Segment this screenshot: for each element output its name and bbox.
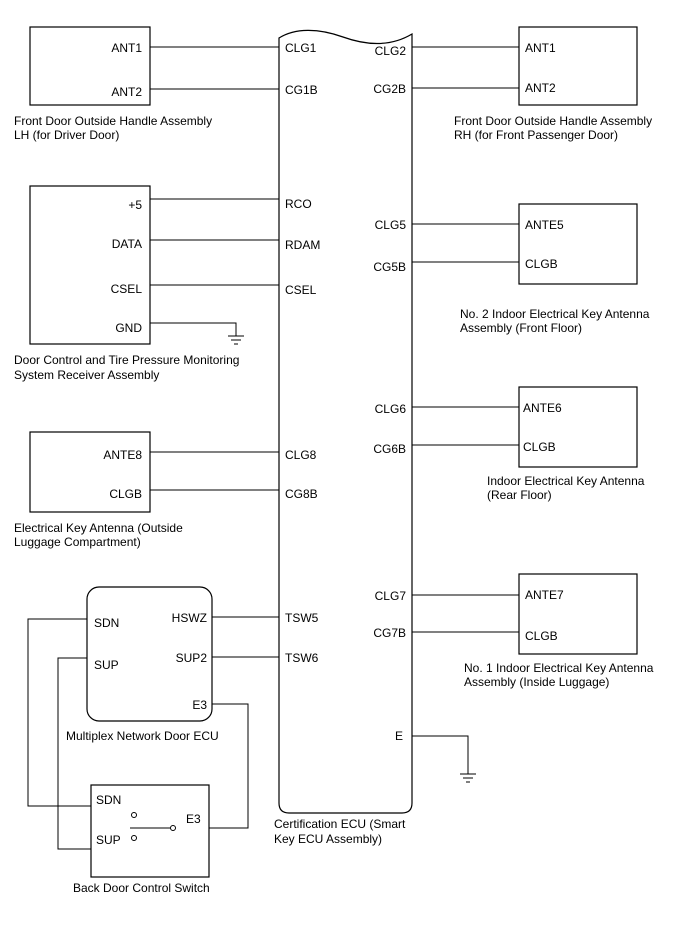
- outside-luggage-antenna-box: [29, 431, 151, 513]
- outside-luggage-antenna: ANTE8 CLGB Electrical Key Antenna (Outsi…: [14, 431, 279, 549]
- rh-door-handle-box: [518, 26, 638, 106]
- ecu-pin-cg2b: CG2B: [373, 82, 406, 96]
- switch-pin-e3: E3: [186, 812, 201, 826]
- rear-floor-antenna: ANTE6 CLGB Indoor Electrical Key Antenna…: [412, 386, 645, 502]
- inside-luggage-antenna-box: [518, 573, 638, 655]
- certification-ecu-body: [278, 29, 413, 814]
- switch-contact-sdn: [131, 812, 137, 818]
- rh-pin-ant2: ANT2: [525, 81, 556, 95]
- ecu-pin-e: E: [395, 729, 403, 743]
- switch-contact-common: [170, 825, 176, 831]
- door-ecu-pin-hswz: HSWZ: [172, 611, 207, 625]
- ecu-pin-clg5: CLG5: [375, 218, 407, 232]
- ecu-pin-csel: CSEL: [285, 283, 317, 297]
- lh-pin-ant1: ANT1: [111, 41, 142, 55]
- front-floor-antenna: ANTE5 CLGB No. 2 Indoor Electrical Key A…: [412, 203, 650, 335]
- outside-luggage-antenna-label-1: Electrical Key Antenna (Outside: [14, 521, 183, 535]
- back-door-switch-label: Back Door Control Switch: [73, 881, 210, 895]
- outside-luggage-pin-clgb: CLGB: [109, 487, 142, 501]
- ecu-pin-clg7: CLG7: [375, 589, 407, 603]
- certification-ecu: Certification ECU (Smart Key ECU Assembl…: [274, 29, 413, 846]
- lh-pin-ant2: ANT2: [111, 85, 142, 99]
- receiver-pin-csel: CSEL: [111, 282, 143, 296]
- lh-door-handle-label-2: LH (for Driver Door): [14, 128, 119, 142]
- lh-door-handle-label-1: Front Door Outside Handle Assembly: [14, 114, 212, 128]
- ground-symbol: [228, 335, 244, 345]
- outside-luggage-antenna-label-2: Luggage Compartment): [14, 535, 141, 549]
- inside-luggage-pin-ante7: ANTE7: [525, 588, 564, 602]
- ecu-pin-rco: RCO: [285, 197, 312, 211]
- door-ecu-pin-sup2: SUP2: [176, 651, 208, 665]
- rear-floor-pin-clgb: CLGB: [523, 440, 556, 454]
- certification-ecu-label-2: Key ECU Assembly): [274, 832, 382, 846]
- ecu-pin-tsw5: TSW5: [285, 611, 319, 625]
- back-door-switch: SDN SUP E3 Back Door Control Switch: [73, 784, 210, 895]
- front-floor-antenna-box: [518, 203, 638, 285]
- rear-floor-antenna-box: [518, 386, 638, 468]
- door-ecu-pin-e3: E3: [192, 698, 207, 712]
- ecu-pin-clg2: CLG2: [375, 44, 407, 58]
- switch-pin-sup: SUP: [96, 833, 121, 847]
- front-floor-antenna-label-1: No. 2 Indoor Electrical Key Antenna: [460, 307, 650, 321]
- door-ecu-pin-sdn: SDN: [94, 616, 119, 630]
- multiplex-door-ecu-label: Multiplex Network Door ECU: [66, 729, 219, 743]
- receiver-assembly: +5 DATA CSEL GND Door Control and Tire P…: [14, 185, 279, 382]
- wire-e3-link: [209, 703, 249, 829]
- ecu-ground-symbol: [460, 773, 476, 783]
- wire-sdn-link: [27, 618, 91, 807]
- inside-luggage-antenna-label-2: Assembly (Inside Luggage): [464, 675, 609, 689]
- ecu-pin-cg5b: CG5B: [373, 260, 406, 274]
- multiplex-door-ecu-box: [86, 586, 213, 722]
- inside-luggage-antenna-label-1: No. 1 Indoor Electrical Key Antenna: [464, 661, 654, 675]
- lh-door-handle: ANT1 ANT2 Front Door Outside Handle Asse…: [14, 26, 279, 142]
- receiver-pin-5v: +5: [128, 198, 142, 212]
- ecu-pin-clg6: CLG6: [375, 402, 407, 416]
- ecu-pin-tsw6: TSW6: [285, 651, 319, 665]
- ecu-pin-rdam: RDAM: [285, 238, 320, 252]
- receiver-pin-gnd: GND: [115, 321, 142, 335]
- ecu-pin-cg6b: CG6B: [373, 442, 406, 456]
- switch-contact-sup: [131, 835, 137, 841]
- outside-luggage-pin-ante8: ANTE8: [103, 448, 142, 462]
- ecu-pin-cg1b: CG1B: [285, 83, 318, 97]
- front-floor-antenna-label-2: Assembly (Front Floor): [460, 321, 582, 335]
- back-door-switch-box: [90, 784, 210, 878]
- wire-ecu-ground: [412, 735, 469, 774]
- inside-luggage-antenna: ANTE7 CLGB No. 1 Indoor Electrical Key A…: [412, 573, 654, 689]
- rh-door-handle-label-1: Front Door Outside Handle Assembly: [454, 114, 652, 128]
- ecu-pin-cg7b: CG7B: [373, 626, 406, 640]
- receiver-label-2: System Receiver Assembly: [14, 368, 159, 382]
- rear-floor-antenna-label-1: Indoor Electrical Key Antenna: [487, 474, 645, 488]
- front-floor-pin-ante5: ANTE5: [525, 218, 564, 232]
- rear-floor-antenna-label-2: (Rear Floor): [487, 488, 552, 502]
- rh-door-handle: ANT1 ANT2 Front Door Outside Handle Asse…: [412, 26, 652, 142]
- rh-door-handle-label-2: RH (for Front Passenger Door): [454, 128, 618, 142]
- receiver-pin-data: DATA: [112, 237, 142, 251]
- inside-luggage-pin-clgb: CLGB: [525, 629, 558, 643]
- lh-door-handle-box: [29, 26, 151, 106]
- switch-pin-sdn: SDN: [96, 793, 121, 807]
- rh-pin-ant1: ANT1: [525, 41, 556, 55]
- wire-receiver-gnd: [150, 322, 237, 336]
- multiplex-door-ecu: SDN SUP HSWZ SUP2 E3 Multiplex Network D…: [66, 586, 279, 743]
- certification-ecu-label-1: Certification ECU (Smart: [274, 817, 406, 831]
- ecu-pin-cg8b: CG8B: [285, 487, 318, 501]
- rear-floor-pin-ante6: ANTE6: [523, 401, 562, 415]
- ecu-pin-clg1: CLG1: [285, 41, 317, 55]
- door-ecu-pin-sup: SUP: [94, 658, 119, 672]
- ecu-pin-clg8: CLG8: [285, 448, 317, 462]
- wire-sup-link: [57, 657, 91, 850]
- front-floor-pin-clgb: CLGB: [525, 257, 558, 271]
- receiver-assembly-box: [29, 185, 151, 345]
- receiver-label-1: Door Control and Tire Pressure Monitorin…: [14, 353, 239, 367]
